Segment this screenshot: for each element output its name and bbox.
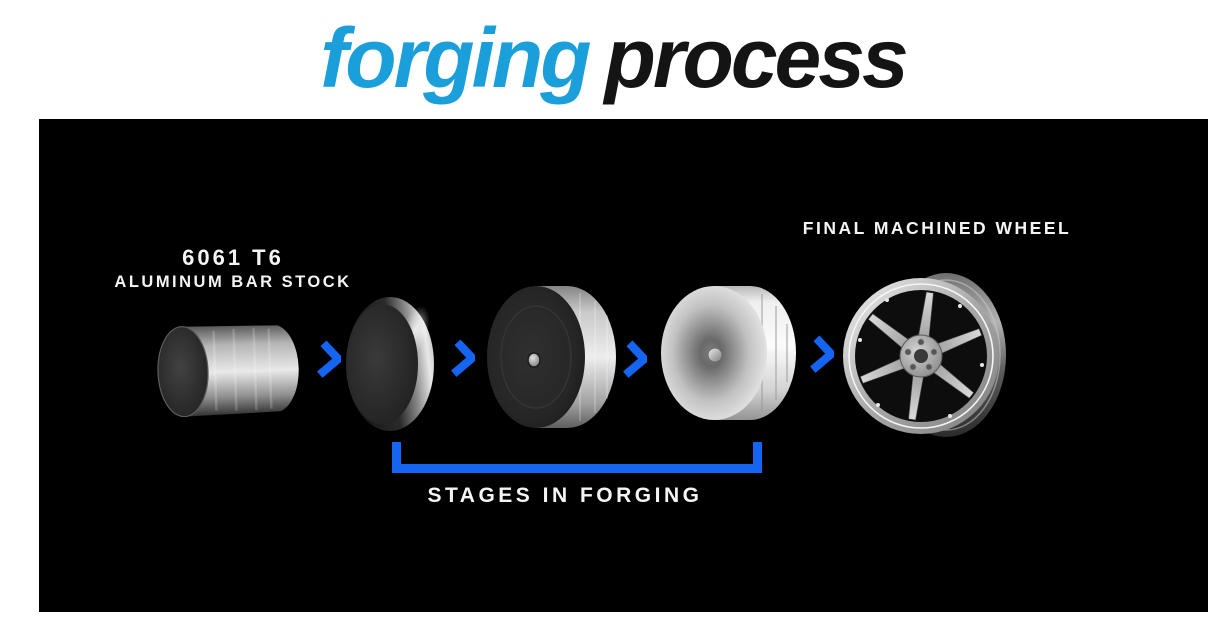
chevron-right-icon [451,339,475,377]
forging-process-diagram: 6061 T6 ALUMINUM BAR STOCK FINAL MACHINE… [39,119,1208,612]
stages-in-forging-label: STAGES IN FORGING [427,484,703,507]
aluminum-bar-stock-icon [157,325,299,417]
final-machined-wheel-icon [843,273,1006,437]
final-wheel-label: FINAL MACHINED WHEEL [802,218,1072,238]
stages-bracket [392,442,762,473]
title-word-forging: forging [320,11,591,105]
bar-stock-label-line2: ALUMINUM BAR STOCK [114,273,352,291]
forged-round-blank-icon [346,297,434,431]
chevron-right-icon [810,335,834,373]
title-word-process: process [604,11,909,105]
bar-stock-label: 6061 T6 ALUMINUM BAR STOCK [83,245,383,292]
chevron-right-icon [317,340,341,378]
flow-formed-wheel-shell-icon [661,286,796,420]
bar-stock-label-line1: 6061 T6 [182,245,284,270]
chevron-right-icon [623,340,647,378]
forged-disc-blank-icon [487,286,616,428]
